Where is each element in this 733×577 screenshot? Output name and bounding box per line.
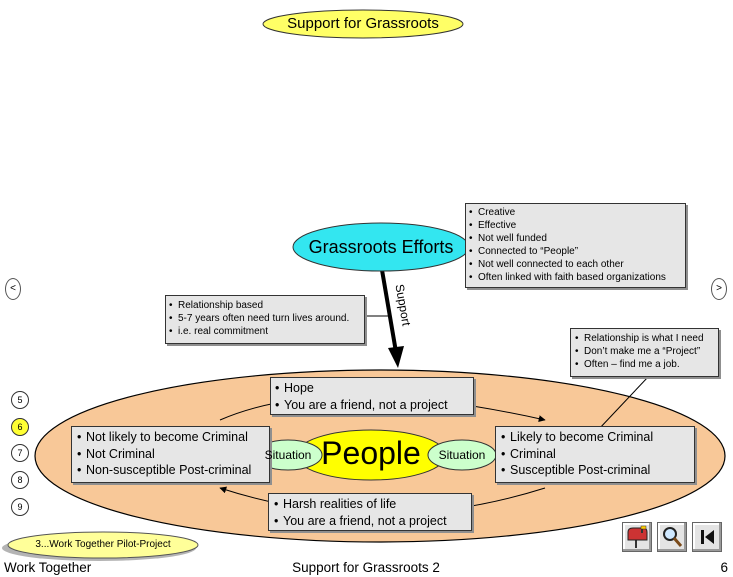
list-item: You are a friend, not a project: [274, 397, 473, 414]
relationship-box: Relationship based 5-7 years often need …: [165, 295, 365, 344]
list-item: Relationship based: [168, 299, 364, 312]
list-item: Don’t make me a “Project”: [574, 345, 718, 358]
people-label: People: [321, 435, 421, 471]
magnifier-icon: [663, 527, 683, 547]
criminal-box: Likely to become Criminal Criminal Susce…: [495, 426, 695, 483]
list-item: Likely to become Criminal: [500, 429, 694, 446]
list-item: Criminal: [500, 446, 694, 463]
support-arrow-head: [388, 346, 404, 368]
slide-number: 6: [720, 560, 728, 575]
list-item: Effective: [468, 219, 685, 232]
next-slide-button[interactable]: >: [711, 278, 727, 300]
list-item: Harsh realities of life: [273, 496, 471, 513]
needs-box: Relationship is what I need Don’t make m…: [570, 328, 719, 377]
prev-slide-button[interactable]: <: [5, 278, 21, 300]
list-item: Connected to “People”: [468, 245, 685, 258]
page-5-button[interactable]: 5: [11, 391, 29, 409]
harsh-realities-box: Harsh realities of life You are a friend…: [268, 493, 472, 531]
mailbox-button[interactable]: [622, 522, 652, 552]
footer-center: Support for Grassroots 2: [292, 560, 440, 575]
first-slide-button[interactable]: [692, 522, 722, 552]
list-item: Often – find me a job.: [574, 358, 718, 371]
list-item: Not well funded: [468, 232, 685, 245]
skip-back-icon: [701, 530, 714, 544]
list-item: Non-susceptible Post-criminal: [76, 462, 269, 479]
support-arrow-shaft: [380, 269, 398, 353]
pilot-project-link[interactable]: 3...Work Together Pilot-Project: [35, 539, 171, 550]
title-ellipse: [262, 9, 464, 39]
bottom-link-ellipse: [7, 531, 199, 559]
need-connector: [597, 376, 649, 431]
list-item: Often linked with faith based organizati…: [468, 271, 685, 284]
search-button[interactable]: [657, 522, 687, 552]
situation-left-label: Situation: [264, 448, 312, 462]
page-8-button[interactable]: 8: [11, 471, 29, 489]
list-item: i.e. real commitment: [168, 325, 364, 338]
list-item: 5-7 years often need turn lives around.: [168, 312, 364, 325]
hope-box: Hope You are a friend, not a project: [270, 377, 474, 415]
list-item: Creative: [468, 206, 685, 219]
list-item: Not Criminal: [76, 446, 269, 463]
list-item: Susceptible Post-criminal: [500, 462, 694, 479]
page-9-button[interactable]: 9: [11, 498, 29, 516]
list-item: Hope: [274, 380, 473, 397]
grassroots-attributes-box: Creative Effective Not well funded Conne…: [465, 203, 686, 288]
grassroots-label: Grassroots Efforts: [308, 237, 454, 257]
mailbox-icon: [627, 525, 648, 548]
situation-right-label: Situation: [438, 448, 486, 462]
page-6-button[interactable]: 6: [11, 418, 29, 436]
list-item: Relationship is what I need: [574, 332, 718, 345]
list-item: You are a friend, not a project: [273, 513, 471, 530]
list-item: Not well connected to each other: [468, 258, 685, 271]
slide-title: Support for Grassroots: [287, 15, 439, 32]
page-7-button[interactable]: 7: [11, 444, 29, 462]
list-item: Not likely to become Criminal: [76, 429, 269, 446]
not-criminal-box: Not likely to become Criminal Not Crimin…: [71, 426, 270, 483]
footer-left: Work Together: [4, 560, 92, 575]
